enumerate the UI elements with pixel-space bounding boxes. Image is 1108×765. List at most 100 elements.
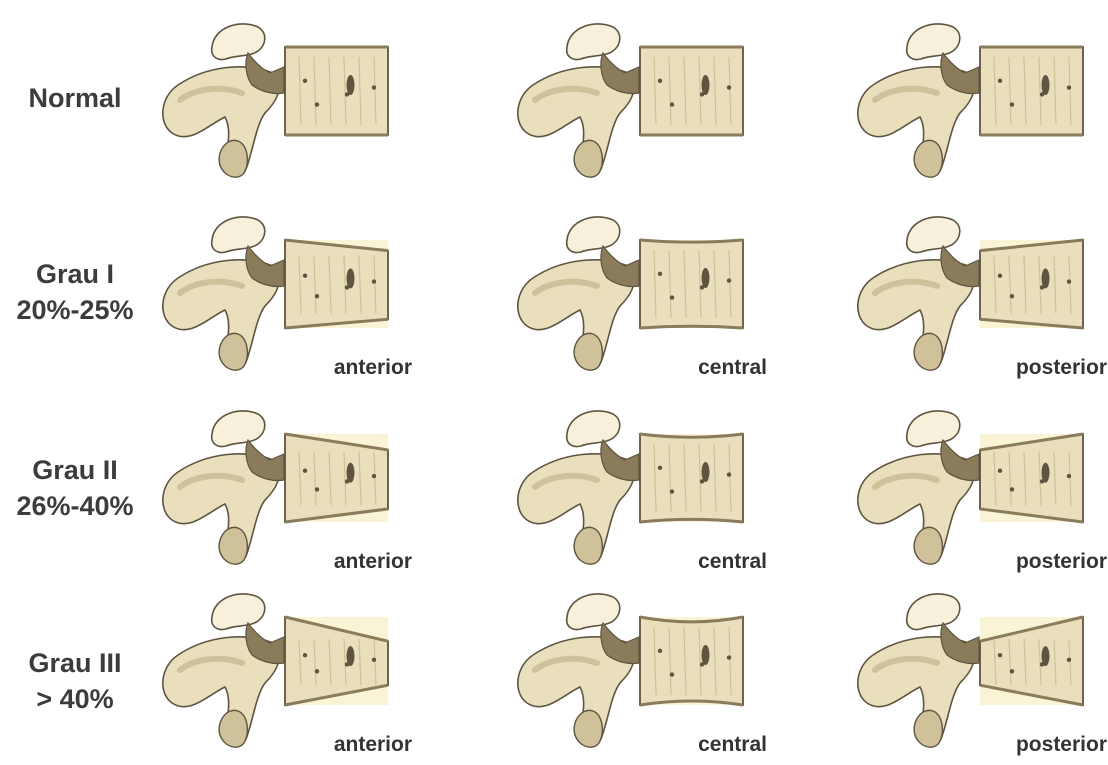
superior-articular-process bbox=[567, 411, 620, 447]
row-label-line2: > 40% bbox=[0, 681, 150, 717]
vertebra-cell: anterior bbox=[150, 392, 420, 582]
bone-pore bbox=[727, 278, 731, 282]
bone-pore bbox=[315, 487, 319, 491]
row-label-line1: Grau III bbox=[0, 645, 150, 681]
bone-pore bbox=[998, 653, 1002, 657]
inferior-articular-process bbox=[219, 333, 247, 370]
bone-pore bbox=[998, 469, 1002, 473]
grade-row-grau-2: Grau II 26%-40% anterior central posteri… bbox=[0, 392, 1108, 582]
superior-articular-process bbox=[212, 411, 265, 447]
superior-articular-process bbox=[567, 217, 620, 253]
position-label: anterior bbox=[334, 356, 412, 380]
position-label: posterior bbox=[1016, 356, 1107, 380]
bone-pore bbox=[372, 658, 376, 662]
row-label-line1: Grau II bbox=[0, 452, 150, 488]
superior-articular-process bbox=[907, 24, 960, 60]
bone-pore bbox=[658, 272, 662, 276]
inferior-articular-process bbox=[574, 527, 602, 564]
inferior-articular-process bbox=[574, 710, 602, 747]
bone-pore bbox=[1067, 658, 1071, 662]
bone-pore bbox=[670, 295, 674, 299]
superior-articular-process bbox=[567, 24, 620, 60]
bone-pore bbox=[315, 102, 319, 106]
bone-pore bbox=[372, 474, 376, 478]
bone-pore bbox=[372, 279, 376, 283]
superior-articular-process bbox=[567, 594, 620, 630]
inferior-endplate bbox=[640, 326, 743, 328]
vertebra-cell bbox=[845, 5, 1108, 195]
position-label: anterior bbox=[334, 733, 412, 757]
vertebra-cell: posterior bbox=[845, 198, 1108, 388]
bone-pore bbox=[658, 649, 662, 653]
vertebra-illustration bbox=[150, 5, 420, 195]
grade-row-normal: Normal bbox=[0, 5, 1108, 195]
nutrient-foramen bbox=[702, 645, 710, 665]
bone-pore bbox=[1067, 85, 1071, 89]
vertebra-cell: anterior bbox=[150, 575, 420, 765]
bone-pore bbox=[670, 489, 674, 493]
nutrient-foramen bbox=[347, 75, 355, 95]
bone-pore bbox=[700, 662, 704, 666]
row-label: Grau I 20%-25% bbox=[0, 256, 150, 328]
row-label-line2: 20%-25% bbox=[0, 292, 150, 328]
row-label-line2: 26%-40% bbox=[0, 488, 150, 524]
nutrient-foramen bbox=[702, 268, 710, 288]
vertebra-cell bbox=[150, 5, 420, 195]
row-label: Normal bbox=[0, 80, 150, 116]
bone-pore bbox=[1067, 279, 1071, 283]
nutrient-foramen bbox=[702, 75, 710, 95]
bone-pore bbox=[1067, 474, 1071, 478]
row-label-line1: Normal bbox=[0, 80, 150, 116]
bone-pore bbox=[1010, 102, 1014, 106]
grade-row-grau-3: Grau III > 40% anterior central posterio… bbox=[0, 575, 1108, 765]
vertebra-illustration bbox=[505, 5, 775, 195]
bone-pore bbox=[700, 92, 704, 96]
bone-pore bbox=[345, 662, 349, 666]
inferior-articular-process bbox=[914, 333, 942, 370]
bone-pore bbox=[303, 274, 307, 278]
position-label: central bbox=[698, 550, 767, 574]
inferior-articular-process bbox=[219, 710, 247, 747]
vertebra-cell bbox=[505, 5, 775, 195]
superior-articular-process bbox=[907, 411, 960, 447]
bone-pore bbox=[1040, 479, 1044, 483]
superior-articular-process bbox=[907, 594, 960, 630]
bone-pore bbox=[315, 294, 319, 298]
bone-pore bbox=[1040, 92, 1044, 96]
inferior-articular-process bbox=[219, 140, 247, 177]
bone-pore bbox=[700, 479, 704, 483]
bone-pore bbox=[315, 669, 319, 673]
bone-pore bbox=[303, 653, 307, 657]
bone-pore bbox=[670, 672, 674, 676]
position-label: central bbox=[698, 733, 767, 757]
bone-pore bbox=[670, 102, 674, 106]
position-label: posterior bbox=[1016, 733, 1107, 757]
bone-pore bbox=[1010, 487, 1014, 491]
superior-articular-process bbox=[907, 217, 960, 253]
vertebra-cell: central bbox=[505, 392, 775, 582]
vertebra-cell: anterior bbox=[150, 198, 420, 388]
bone-pore bbox=[1040, 662, 1044, 666]
grade-row-grau-1: Grau I 20%-25% anterior central posterio… bbox=[0, 198, 1108, 388]
superior-articular-process bbox=[212, 594, 265, 630]
bone-pore bbox=[727, 85, 731, 89]
inferior-articular-process bbox=[574, 333, 602, 370]
inferior-articular-process bbox=[914, 527, 942, 564]
bone-pore bbox=[658, 79, 662, 83]
inferior-articular-process bbox=[914, 140, 942, 177]
inferior-articular-process bbox=[574, 140, 602, 177]
bone-pore bbox=[998, 79, 1002, 83]
position-label: posterior bbox=[1016, 550, 1107, 574]
row-label: Grau II 26%-40% bbox=[0, 452, 150, 524]
bone-pore bbox=[345, 92, 349, 96]
row-label: Grau III > 40% bbox=[0, 645, 150, 717]
inferior-articular-process bbox=[914, 710, 942, 747]
bone-pore bbox=[727, 472, 731, 476]
vertebra-cell: central bbox=[505, 198, 775, 388]
bone-pore bbox=[1010, 294, 1014, 298]
nutrient-foramen bbox=[702, 462, 710, 482]
bone-pore bbox=[998, 274, 1002, 278]
vertebra-cell: posterior bbox=[845, 392, 1108, 582]
bone-pore bbox=[372, 85, 376, 89]
row-label-line1: Grau I bbox=[0, 256, 150, 292]
